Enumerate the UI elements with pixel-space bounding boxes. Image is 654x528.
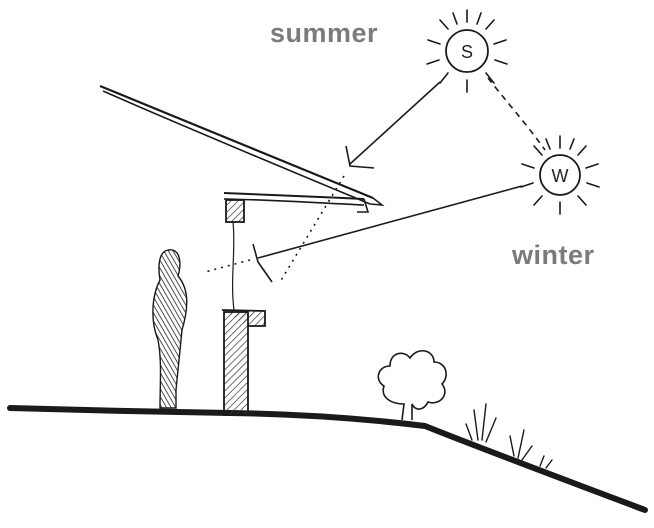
person-figure xyxy=(153,250,187,408)
summer-sun-icon: S xyxy=(427,10,507,92)
winter-sun-letter: W xyxy=(552,166,569,186)
upper-wall-post xyxy=(226,200,244,222)
winter-ray-extension xyxy=(205,260,250,272)
roof-overhang xyxy=(224,193,368,212)
summer-shadow-projection xyxy=(280,176,344,282)
summer-sun-letter: S xyxy=(461,42,473,62)
sloped-roof xyxy=(100,86,382,205)
window-glazing xyxy=(233,222,234,310)
winter-sun-ray xyxy=(253,186,522,282)
sun-path-dashed xyxy=(488,78,545,150)
lower-wall xyxy=(224,312,248,415)
winter-label: winter xyxy=(512,240,595,271)
summer-sun-ray xyxy=(346,82,440,168)
ground-line xyxy=(10,408,645,510)
summer-label: summer xyxy=(270,18,378,49)
shrub xyxy=(378,351,446,420)
winter-sun-icon: W xyxy=(521,136,599,214)
